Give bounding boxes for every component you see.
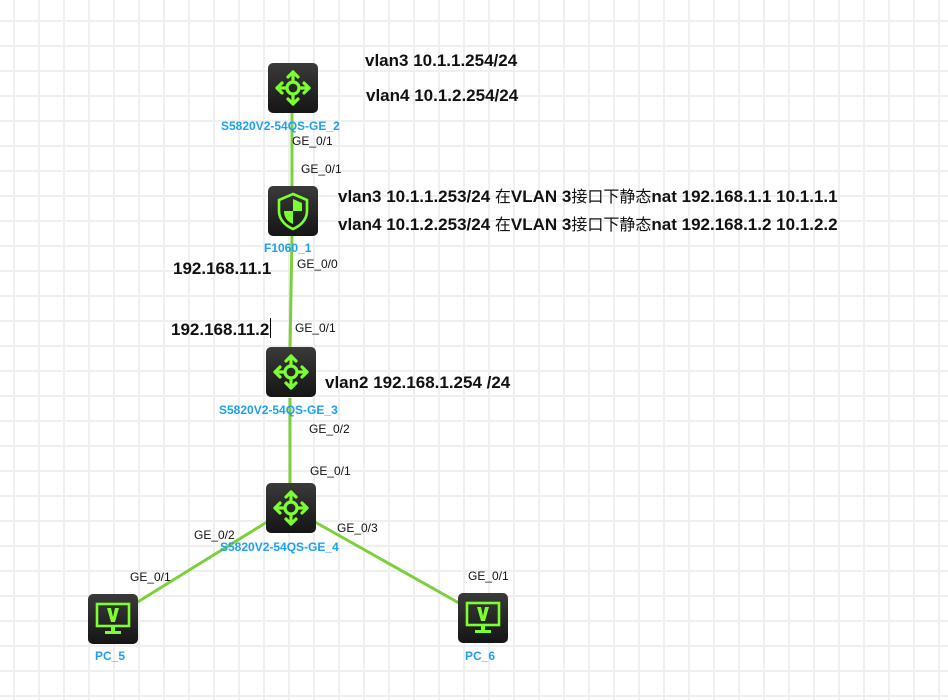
note-fw-line1-e: nat 192.168.1.1 10.1.1.1 bbox=[651, 187, 838, 206]
note-fw-line1-b: 在 bbox=[494, 187, 511, 206]
note-sw2-vlan3: vlan3 10.1.1.254/24 bbox=[365, 51, 518, 70]
note-fw-line2-b: 在 bbox=[494, 215, 511, 234]
text-cursor bbox=[270, 318, 272, 338]
device-label-sw3: S5820V2-54QS-GE_3 bbox=[219, 403, 338, 417]
note-fw-line2-c: VLAN 3 bbox=[510, 215, 572, 234]
port-label-pc5-ge01: GE_0/1 bbox=[130, 570, 171, 584]
device-label-fw1: F1060_1 bbox=[264, 241, 312, 255]
l3-switch-icon bbox=[273, 490, 309, 526]
port-label-pc6-ge01: GE_0/1 bbox=[468, 569, 509, 583]
port-label-fw1-ge01: GE_0/1 bbox=[301, 162, 342, 176]
link-fw1-sw3[interactable] bbox=[288, 235, 294, 349]
port-label-sw2-ge01: GE_0/1 bbox=[292, 134, 333, 148]
note-sw2-vlan4: vlan4 10.1.2.254/24 bbox=[366, 86, 519, 105]
port-label-sw4-ge01: GE_0/1 bbox=[310, 464, 351, 478]
pc-monitor-icon bbox=[465, 601, 501, 633]
note-fw-line2-e: nat 192.168.1.2 10.1.2.2 bbox=[651, 215, 838, 234]
device-label-pc6: PC_6 bbox=[465, 649, 496, 663]
note-fw-ip: 192.168.11.1 bbox=[173, 259, 272, 278]
pc-monitor-icon bbox=[95, 602, 131, 634]
port-label-sw4-ge03: GE_0/3 bbox=[337, 521, 378, 535]
note-fw-line2-a: vlan4 10.1.2.253/24 bbox=[338, 215, 495, 234]
device-sw3[interactable] bbox=[266, 347, 316, 397]
l3-switch-icon bbox=[273, 354, 309, 390]
firewall-shield-icon bbox=[277, 192, 309, 231]
note-fw-line2-d: 接口下静态 bbox=[571, 215, 652, 234]
note-fw-line1-a: vlan3 10.1.1.253/24 bbox=[338, 187, 495, 206]
note-fw-vlan3-nat: vlan3 10.1.1.253/24 在VLAN 3接口下静态nat 192.… bbox=[338, 183, 838, 207]
note-fw-vlan4-nat: vlan4 10.1.2.253/24 在VLAN 3接口下静态nat 192.… bbox=[338, 211, 838, 235]
device-fw1[interactable] bbox=[268, 186, 318, 236]
l3-switch-icon bbox=[275, 70, 311, 106]
note-fw-line1-d: 接口下静态 bbox=[571, 187, 652, 206]
link-sw4-pc5[interactable] bbox=[135, 520, 268, 605]
device-label-sw4: S5820V2-54QS-GE_4 bbox=[220, 540, 339, 554]
device-label-pc5: PC_5 bbox=[95, 649, 126, 663]
note-sw3-vlan2: vlan2 192.168.1.254 /24 bbox=[325, 373, 511, 392]
device-label-sw2: S5820V2-54QS-GE_2 bbox=[221, 119, 340, 133]
link-sw4-pc6[interactable] bbox=[314, 520, 460, 605]
port-label-fw1-ge00: GE_0/0 bbox=[297, 257, 338, 271]
port-label-sw3-ge02: GE_0/2 bbox=[309, 422, 350, 436]
device-pc5[interactable] bbox=[88, 594, 138, 644]
device-sw4[interactable] bbox=[266, 483, 316, 533]
note-sw3-ip-text: 192.168.11.2 bbox=[171, 320, 270, 339]
device-pc6[interactable] bbox=[458, 593, 508, 643]
note-sw3-ip-editing[interactable]: 192.168.11.2 bbox=[171, 318, 272, 340]
port-label-sw4-ge02: GE_0/2 bbox=[194, 528, 235, 542]
device-sw2[interactable] bbox=[268, 63, 318, 113]
port-label-sw3-ge01: GE_0/1 bbox=[295, 321, 336, 335]
note-fw-line1-c: VLAN 3 bbox=[510, 187, 572, 206]
